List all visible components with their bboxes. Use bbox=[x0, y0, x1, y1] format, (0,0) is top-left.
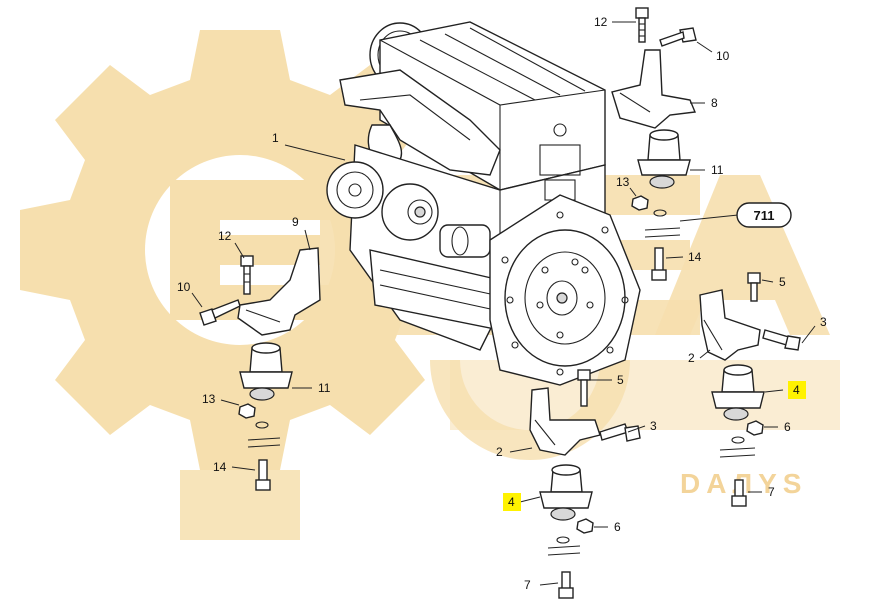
callout-label[interactable]: 2 bbox=[688, 351, 695, 365]
callout-label[interactable]: 6 bbox=[614, 520, 621, 534]
engine-block bbox=[326, 21, 641, 386]
rubber-mount-4-right bbox=[711, 364, 765, 421]
callout-label[interactable]: 3 bbox=[650, 419, 657, 433]
callout-label[interactable]: 13 bbox=[202, 392, 216, 406]
callout-label[interactable]: 14 bbox=[688, 250, 702, 264]
leader-lines bbox=[191, 21, 816, 586]
callout-label[interactable]: 12 bbox=[218, 229, 232, 243]
watermark-tagline: DAЛYS bbox=[680, 468, 807, 499]
bracket-2-center bbox=[529, 387, 601, 456]
callout-label[interactable]: 3 bbox=[820, 315, 827, 329]
bolt-7-right bbox=[731, 479, 747, 507]
callout-label[interactable]: 5 bbox=[617, 373, 624, 387]
bracket-2-right bbox=[699, 289, 761, 361]
nut-6-right bbox=[746, 420, 764, 436]
callout-label[interactable]: 7 bbox=[768, 485, 775, 499]
mount-assembly-upper-right bbox=[611, 7, 697, 281]
mount-assembly-lower-right bbox=[699, 272, 801, 507]
callout-label[interactable]: 1 bbox=[272, 131, 279, 145]
callout-label[interactable]: 10 bbox=[716, 49, 730, 63]
rubber-mount-11-upper bbox=[637, 129, 691, 189]
nut-13-left bbox=[238, 403, 256, 419]
callout-label[interactable]: 12 bbox=[594, 15, 608, 29]
mount-assembly-lower-center bbox=[529, 369, 641, 599]
callout-label[interactable]: 9 bbox=[292, 215, 299, 229]
callout-label[interactable]: 11 bbox=[711, 163, 724, 177]
highlight-4-center bbox=[503, 493, 521, 511]
callout-label[interactable]: 5 bbox=[779, 275, 786, 289]
bolt-10-left bbox=[199, 299, 241, 326]
callout-label[interactable]: 6 bbox=[784, 420, 791, 434]
callout-label[interactable]: 8 bbox=[711, 96, 718, 110]
reference-number: 711 bbox=[754, 208, 775, 223]
callout-label[interactable]: 10 bbox=[177, 280, 191, 294]
callout-label[interactable]: 4 bbox=[508, 495, 515, 509]
nut-6-center bbox=[576, 518, 594, 534]
callout-labels: 1 12 10 8 11 13 14 9 12 10 11 13 14 5 3 … bbox=[177, 15, 827, 592]
reference-badge[interactable]: 711 bbox=[736, 202, 792, 228]
highlight-4-right bbox=[788, 381, 806, 399]
bolt-7-center bbox=[558, 571, 574, 599]
callout-label[interactable]: 14 bbox=[213, 460, 227, 474]
bolt-12-left bbox=[240, 255, 254, 295]
bolt-10-upper bbox=[659, 27, 697, 47]
callout-label[interactable]: 2 bbox=[496, 445, 503, 459]
bolt-14-upper bbox=[651, 247, 667, 281]
bolt-5-center bbox=[577, 369, 591, 407]
bolt-5-right bbox=[747, 272, 761, 302]
callout-label[interactable]: 13 bbox=[616, 175, 630, 189]
bolt-12-upper bbox=[635, 7, 649, 43]
bolt-14-left bbox=[255, 459, 271, 491]
bolt-3-right bbox=[762, 329, 801, 351]
mount-assembly-left bbox=[199, 247, 321, 491]
callout-label[interactable]: 4 bbox=[793, 383, 800, 397]
callout-label[interactable]: 11 bbox=[318, 381, 331, 395]
callout-label[interactable]: 7 bbox=[524, 578, 531, 592]
rubber-mount-4-center bbox=[539, 464, 593, 521]
rubber-mount-11-left bbox=[239, 342, 293, 401]
nut-13-upper bbox=[631, 195, 649, 211]
bracket-8 bbox=[611, 49, 697, 129]
bracket-9 bbox=[237, 247, 321, 336]
